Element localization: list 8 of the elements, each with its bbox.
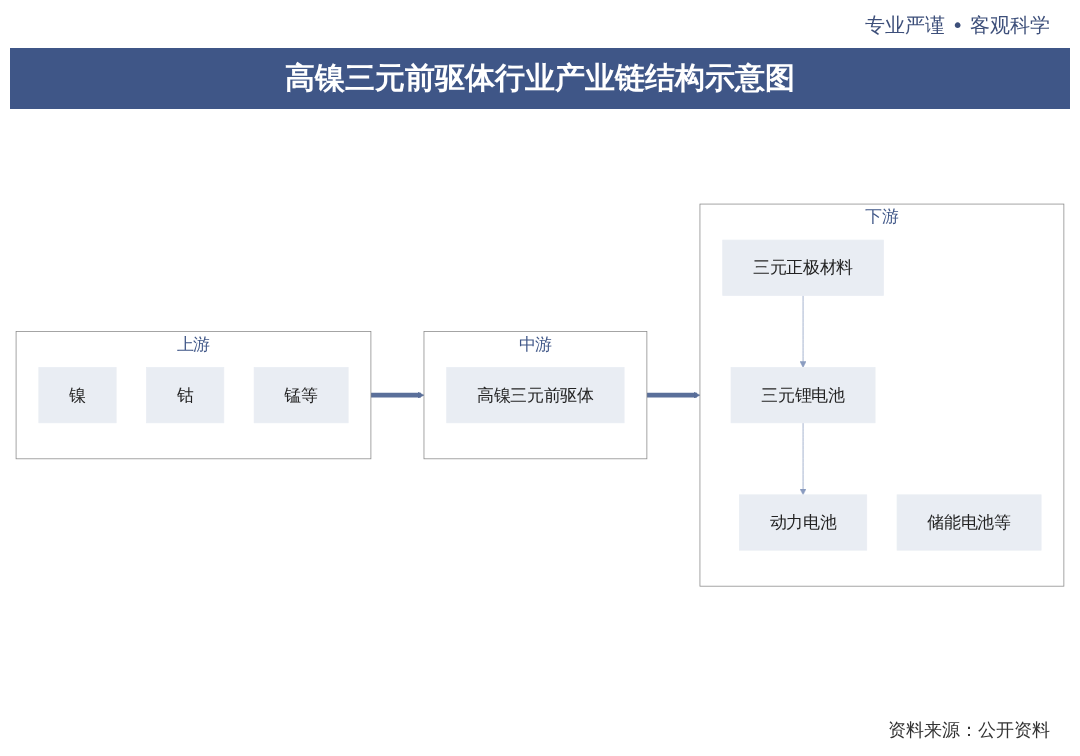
node-box: 动力电池	[739, 494, 868, 551]
slogan-text: 专业严谨 • 客观科学	[865, 11, 1050, 39]
node-box: 三元锂电池	[730, 366, 876, 424]
title-banner: 高镍三元前驱体行业产业链结构示意图	[10, 48, 1070, 109]
node-box: 三元正极材料	[722, 239, 884, 296]
source-note: 资料来源：公开资料	[888, 718, 1050, 742]
arrow	[646, 391, 701, 399]
arrow	[370, 391, 425, 399]
